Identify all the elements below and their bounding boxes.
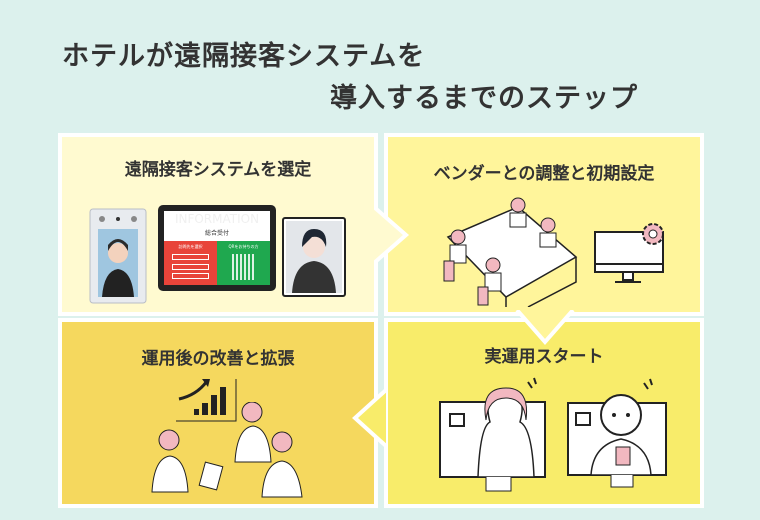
step-4-title: 運用後の改善と拡張 (141, 349, 295, 369)
step-3-title: 実運用スタート (484, 347, 604, 367)
video-call-avatar-illustration (567, 378, 667, 488)
arrow-step3-to-step4 (352, 388, 388, 448)
page-title-line1: ホテルが遠隔接客システムを (62, 41, 426, 72)
reception-tablet: INFORMATION 総合受付 訪問先を選択 QRをお持ちの方 (158, 205, 276, 291)
growth-chart-icon (176, 379, 237, 422)
qr-code-icon (231, 254, 256, 280)
step-1-panel: 遠隔接客システムを選定 INFORMATION 総合受付 訪問先を選択 QRをお… (58, 133, 378, 316)
step-1-title: 遠隔接客システムを選定 (124, 160, 312, 180)
video-call-staff-illustration (439, 377, 546, 492)
meeting-table-illustration (443, 197, 578, 307)
qr-label: QRをお持ちの方 (228, 244, 259, 249)
select-visit-button[interactable]: 訪問先を選択 (164, 241, 217, 285)
select-visit-label: 訪問先を選択 (178, 244, 203, 249)
step-2-title: ベンダーとの調整と初期設定 (433, 164, 655, 184)
arrow-step1-to-step2 (374, 205, 410, 265)
kiosk-device-icon (89, 208, 147, 304)
avatar-display-icon (282, 217, 346, 297)
step-4-panel: 運用後の改善と拡張 (58, 318, 378, 508)
tablet-heading: 総合受付 (204, 230, 229, 237)
team-discussion-illustration (151, 402, 303, 498)
monitor-settings-icon (594, 223, 664, 283)
page-title-line2: 導入するまでのステップ (330, 83, 638, 114)
step-3-panel: 実運用スタート (384, 318, 704, 508)
tablet-watermark: INFORMATION (174, 212, 260, 226)
qr-button[interactable]: QRをお持ちの方 (217, 241, 270, 285)
step-2-panel: ベンダーとの調整と初期設定 (384, 133, 704, 316)
arrow-step2-to-step3 (515, 310, 575, 346)
